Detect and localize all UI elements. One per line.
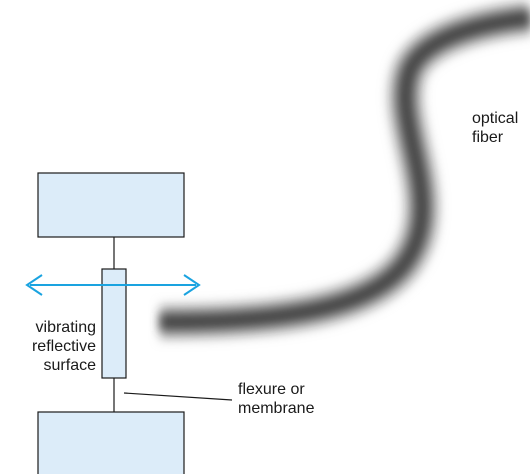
vibration-arrow — [25, 274, 201, 296]
bottom-block — [37, 411, 185, 474]
optical-fiber — [159, 0, 530, 340]
label-vibrating-reflective-surface: vibrating reflective surface — [31, 319, 96, 374]
label-optical-fiber: optical fiber — [472, 110, 519, 146]
vibration-arrow-right-head — [183, 274, 201, 296]
label-flexure-or-membrane: flexure or membrane — [238, 381, 315, 417]
reflective-surface — [101, 268, 127, 379]
optical-fiber-core — [159, 9, 530, 331]
vibration-arrow-left-head — [25, 274, 43, 296]
optical-fiber-outer — [159, 0, 530, 340]
top-block — [37, 172, 185, 238]
flexure-leader-line — [123, 392, 233, 401]
